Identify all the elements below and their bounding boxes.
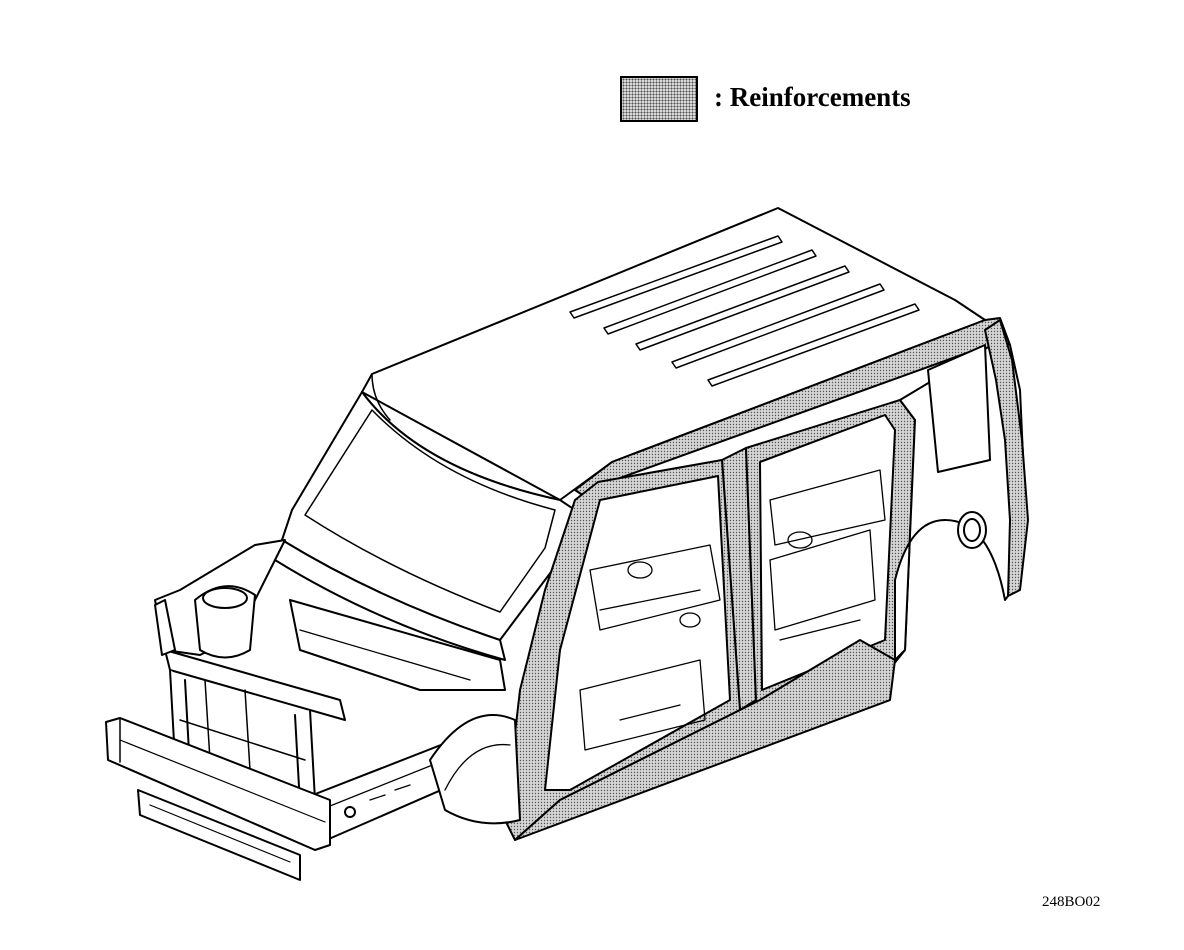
hood-ledge	[289, 599, 506, 691]
lower-crossmember	[137, 789, 301, 881]
floor-pan-details	[579, 469, 886, 751]
radiator-support	[164, 649, 346, 721]
cowl-panel	[274, 539, 506, 661]
front-wheel-house	[429, 714, 521, 825]
roof-panel	[361, 207, 986, 501]
legend-label: : Reinforcements	[714, 82, 911, 112]
rear-quarter-window	[927, 344, 991, 473]
figure-code: 248BO02	[1042, 894, 1101, 910]
fuel-door	[957, 511, 987, 549]
legend-swatch-reinforcement	[620, 76, 698, 122]
rear-pillar-reinforcement	[984, 319, 1029, 597]
roof-ribs	[569, 235, 920, 387]
rocker-sill	[514, 639, 896, 841]
